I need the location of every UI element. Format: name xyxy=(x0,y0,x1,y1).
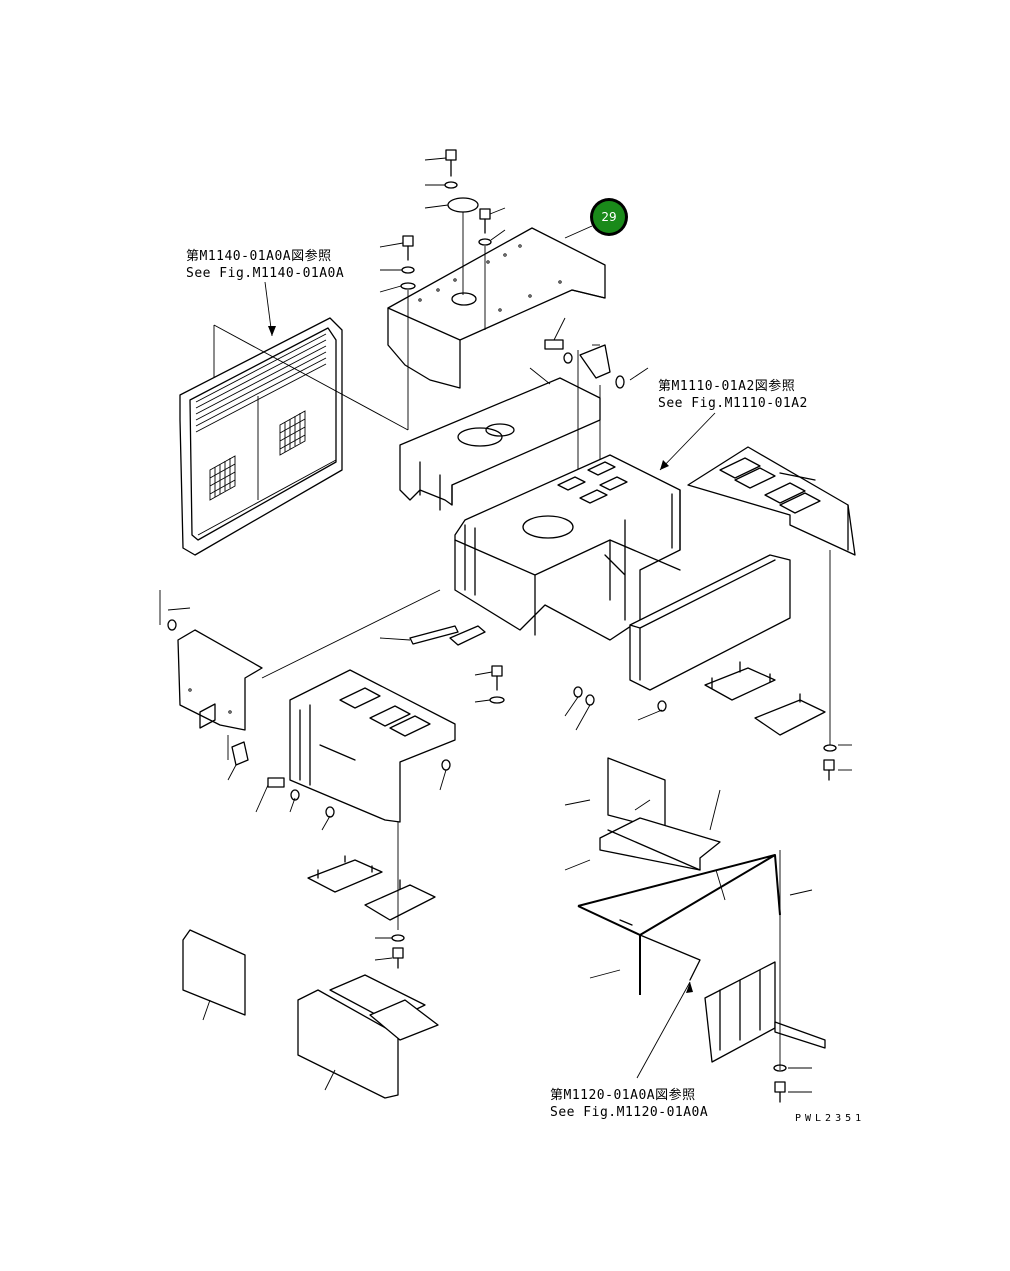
drawing-code: PWL2351 xyxy=(795,1113,865,1124)
left-door-panel[interactable] xyxy=(179,317,343,556)
svg-text:See Fig.M1120-01A0A: See Fig.M1120-01A0A xyxy=(550,1105,708,1120)
bottom-center-cover[interactable] xyxy=(297,974,439,1099)
svg-text:第M1120-01A0A図参照: 第M1120-01A0A図参照 xyxy=(550,1087,696,1103)
top-cover-bolts xyxy=(379,149,506,430)
left-side-panel[interactable] xyxy=(177,629,263,731)
callout-number: 29 xyxy=(601,210,616,224)
right-side-housing[interactable] xyxy=(604,519,791,691)
main-frame[interactable] xyxy=(454,454,681,641)
svg-text:第M1110-01A2図参照: 第M1110-01A2図参照 xyxy=(658,378,795,394)
reference-label-2: 第M1110-01A2図参照 See Fig.M1110-01A2 xyxy=(658,378,808,411)
left-clamp xyxy=(227,735,249,781)
reference-label-1: 第M1140-01A0A図参照 See Fig.M1140-01A0A xyxy=(186,248,344,281)
right-lower-hardware xyxy=(564,744,852,1103)
bracket-left-lower[interactable] xyxy=(307,855,436,921)
floor-frame[interactable] xyxy=(577,854,781,995)
bottom-center-hardware xyxy=(374,822,405,969)
center-hardware xyxy=(379,625,667,731)
svg-text:See Fig.M1110-01A2: See Fig.M1110-01A2 xyxy=(658,396,808,411)
lower-left-cover[interactable] xyxy=(289,669,456,823)
svg-text:第M1140-01A0A図参照: 第M1140-01A0A図参照 xyxy=(186,248,332,264)
lower-left-plate[interactable] xyxy=(182,929,246,1021)
top-cover-panel[interactable] xyxy=(387,227,606,389)
center-cover-hardware xyxy=(544,317,649,515)
bracket-right-mid[interactable] xyxy=(704,661,826,736)
svg-text:See Fig.M1140-01A0A: See Fig.M1140-01A0A xyxy=(186,266,344,281)
floor-plate-lower[interactable] xyxy=(704,961,826,1063)
right-upper-panel[interactable] xyxy=(687,446,856,556)
floor-plate-upper[interactable] xyxy=(599,757,721,871)
callout-29[interactable]: 29 xyxy=(564,198,628,239)
center-cover-panel[interactable] xyxy=(399,367,601,511)
reference-label-3: 第M1120-01A0A図参照 See Fig.M1120-01A0A xyxy=(550,1087,708,1120)
lower-left-hardware xyxy=(255,759,451,831)
